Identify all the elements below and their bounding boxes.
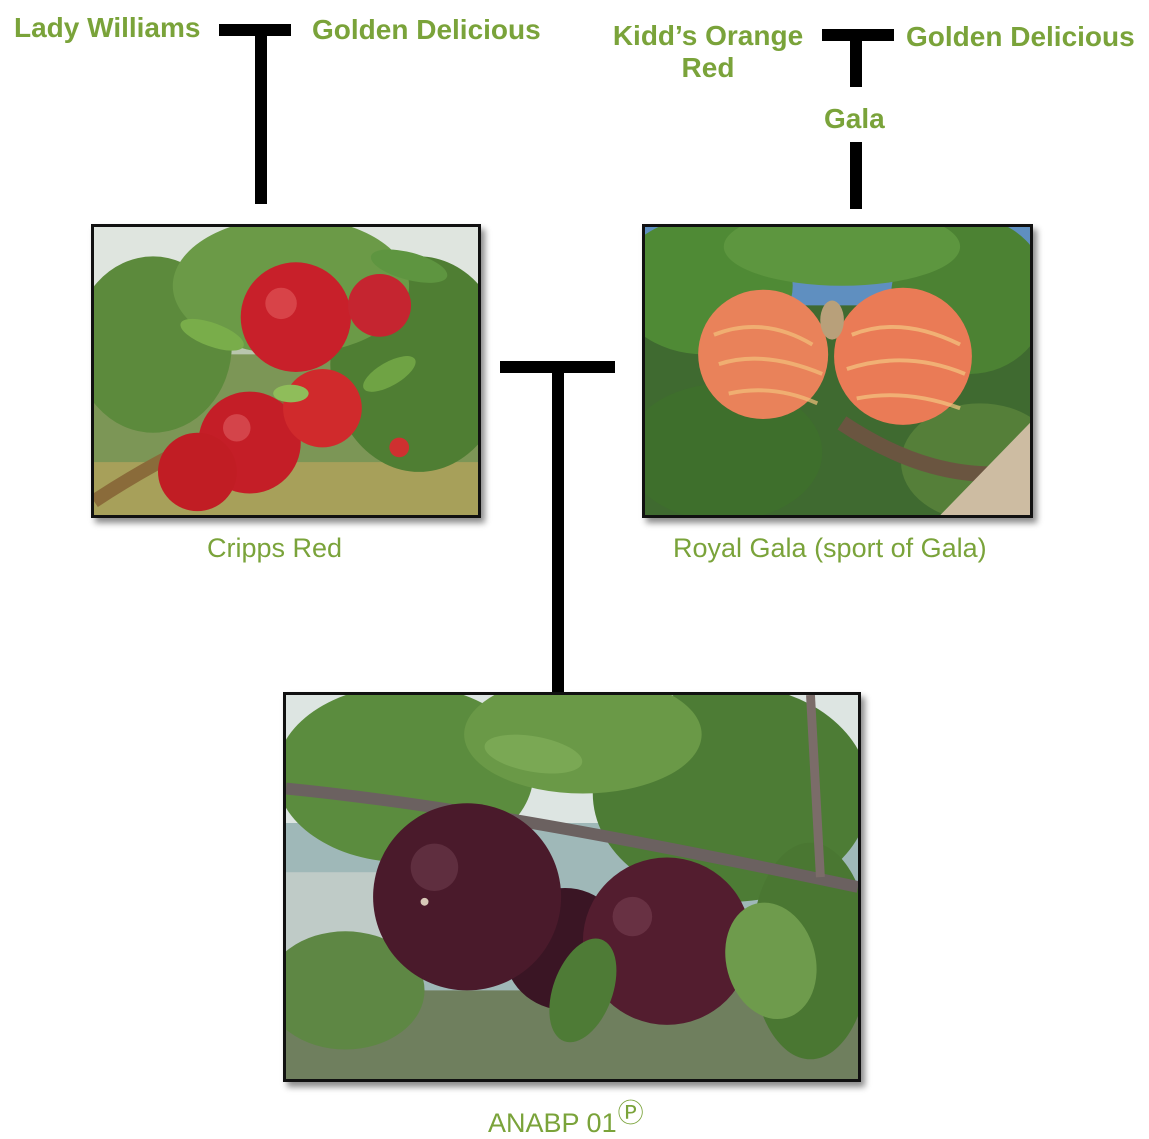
photo-anabp-01 — [283, 692, 861, 1082]
apple-tree-dark-icon — [286, 695, 858, 1079]
parent-label-golden-delicious-left: Golden Delicious — [312, 14, 541, 46]
photo-royal-gala — [642, 224, 1033, 518]
cross-stem-right-upper — [850, 29, 862, 87]
cross-stem-middle — [552, 361, 564, 694]
cross-stem-left — [255, 24, 267, 204]
offspring-label-gala: Gala — [824, 103, 885, 135]
caption-royal-gala: Royal Gala (sport of Gala) — [673, 533, 987, 564]
caption-cripps-red: Cripps Red — [207, 533, 342, 564]
parent-label-golden-delicious-right: Golden Delicious — [906, 21, 1135, 53]
parent-label-kidds-orange-red: Kidd’s Orange Red — [608, 20, 808, 84]
pbr-mark-icon: Ⓟ — [618, 1098, 644, 1128]
cross-stem-right-lower — [850, 142, 862, 209]
photo-cripps-red — [91, 224, 481, 518]
parent-label-kidds-line2: Red — [608, 52, 808, 84]
apple-tree-red-icon — [94, 227, 478, 515]
caption-anabp-01-text: ANABP 01 — [488, 1108, 617, 1138]
parent-label-lady-williams: Lady Williams — [14, 12, 200, 44]
parent-label-kidds-line1: Kidd’s Orange — [608, 20, 808, 52]
apple-tree-gala-icon — [645, 227, 1030, 515]
caption-anabp-01: ANABP 01Ⓟ — [488, 1093, 644, 1139]
